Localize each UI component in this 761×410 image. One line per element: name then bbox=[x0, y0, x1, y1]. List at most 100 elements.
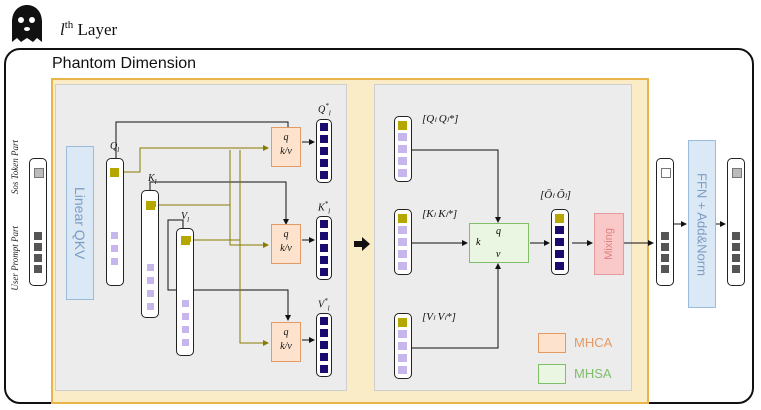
mhsa-v-label: v bbox=[496, 249, 501, 260]
input-token bbox=[34, 243, 42, 251]
input-token bbox=[34, 232, 42, 240]
layer-index: l bbox=[60, 20, 65, 39]
mhsa-block: k q v bbox=[469, 223, 529, 263]
output-token-bar bbox=[656, 158, 674, 286]
attn-kv-label: k/v bbox=[280, 146, 292, 157]
v-star-token bbox=[320, 341, 328, 349]
q-vector bbox=[106, 158, 124, 286]
linear-qkv-block: Linear QKV bbox=[66, 146, 94, 300]
vpair-token bbox=[398, 342, 407, 350]
k-star-token bbox=[320, 244, 328, 252]
output-token bbox=[661, 232, 669, 240]
q-star-token bbox=[320, 171, 328, 179]
k-star-token bbox=[320, 232, 328, 240]
attn-q-label: q bbox=[283, 229, 289, 240]
kpair-token bbox=[398, 262, 407, 270]
k-vector-label: Kl bbox=[148, 173, 157, 186]
q-sos-token bbox=[110, 168, 119, 177]
q-token bbox=[111, 232, 118, 239]
v-vector-label: Vl bbox=[181, 211, 190, 224]
k-star-label: K*l bbox=[318, 200, 331, 216]
k-star-token bbox=[320, 220, 328, 228]
input-token bbox=[34, 254, 42, 262]
k-token bbox=[147, 290, 154, 297]
vpair-token bbox=[398, 354, 407, 362]
mhca-block-v: q k/v bbox=[271, 322, 301, 362]
vpair-token bbox=[398, 330, 407, 338]
k-olive-marker bbox=[150, 201, 156, 207]
final-token bbox=[732, 265, 740, 273]
legend-mhca-swatch bbox=[538, 333, 566, 353]
attn-kv-label: k/v bbox=[280, 341, 292, 352]
v-olive-marker bbox=[185, 236, 191, 242]
kpair-token bbox=[398, 226, 407, 234]
legend-mhsa-swatch bbox=[538, 364, 566, 384]
vpair-sos-token bbox=[398, 318, 407, 327]
opair-token bbox=[555, 226, 564, 234]
input-token bbox=[34, 265, 42, 273]
output-sos-token bbox=[661, 168, 671, 178]
sos-token bbox=[34, 168, 44, 178]
v-token bbox=[182, 326, 189, 333]
qpair-label: [Qₗ Qₗ*] bbox=[422, 113, 459, 125]
input-token-bar bbox=[29, 158, 47, 286]
final-token bbox=[732, 254, 740, 262]
k-star-token bbox=[320, 268, 328, 276]
mhsa-k-label: k bbox=[476, 237, 481, 248]
mhca-block-k: q k/v bbox=[271, 224, 301, 264]
q-vector-label: Ql bbox=[110, 141, 120, 154]
q-token bbox=[111, 245, 118, 252]
output-token bbox=[661, 243, 669, 251]
v-vector bbox=[176, 228, 194, 356]
v-star-label: V*l bbox=[318, 297, 330, 313]
q-star-token bbox=[320, 123, 328, 131]
opair-sos-token bbox=[555, 214, 564, 223]
qpair-token bbox=[398, 157, 407, 165]
qpair-sos-token bbox=[398, 121, 407, 130]
legend-mhca-label: MHCA bbox=[574, 335, 613, 350]
output-token bbox=[661, 265, 669, 273]
legend-mhsa-label: MHSA bbox=[574, 366, 612, 381]
final-token-bar bbox=[727, 158, 745, 286]
q-token bbox=[111, 258, 118, 265]
phantom-dimension-label: Phantom Dimension bbox=[52, 55, 197, 72]
ghost-icon bbox=[12, 5, 42, 42]
final-token bbox=[732, 243, 740, 251]
mixing-block: Mixing bbox=[594, 213, 624, 275]
q-star-token bbox=[320, 147, 328, 155]
final-sos-token bbox=[732, 168, 742, 178]
opair-token bbox=[555, 262, 564, 270]
k-token bbox=[147, 303, 154, 310]
vpair-token bbox=[398, 366, 407, 374]
opair-token bbox=[555, 250, 564, 258]
v-star-token bbox=[320, 317, 328, 325]
mhca-block-q: q k/v bbox=[271, 127, 301, 167]
ffn-block: FFN + Add&Norm bbox=[688, 140, 716, 308]
output-token bbox=[661, 254, 669, 262]
k-star-token bbox=[320, 256, 328, 264]
layer-title: lth Layer bbox=[60, 19, 118, 40]
q-star-token bbox=[320, 159, 328, 167]
k-token bbox=[147, 264, 154, 271]
kpair-token bbox=[398, 238, 407, 246]
v-token bbox=[182, 339, 189, 346]
opair-token bbox=[555, 238, 564, 246]
q-star-token bbox=[320, 135, 328, 143]
kpair-label: [Kₗ Kₗ*] bbox=[422, 208, 458, 220]
v-token bbox=[182, 313, 189, 320]
qpair-token bbox=[398, 133, 407, 141]
ffn-label: FFN + Add&Norm bbox=[694, 172, 710, 276]
k-token bbox=[147, 277, 154, 284]
attn-q-label: q bbox=[283, 132, 289, 143]
final-token bbox=[732, 232, 740, 240]
layer-title-text: Layer bbox=[77, 20, 118, 39]
q-star-label: Q*l bbox=[318, 102, 331, 118]
kpair-sos-token bbox=[398, 214, 407, 223]
v-star-token bbox=[320, 353, 328, 361]
linear-qkv-label: Linear QKV bbox=[72, 186, 88, 260]
attn-kv-label: k/v bbox=[280, 243, 292, 254]
attn-q-label: q bbox=[283, 327, 289, 338]
v-star-token bbox=[320, 329, 328, 337]
opair-label: [Ōₗ Õₗ] bbox=[540, 189, 571, 201]
